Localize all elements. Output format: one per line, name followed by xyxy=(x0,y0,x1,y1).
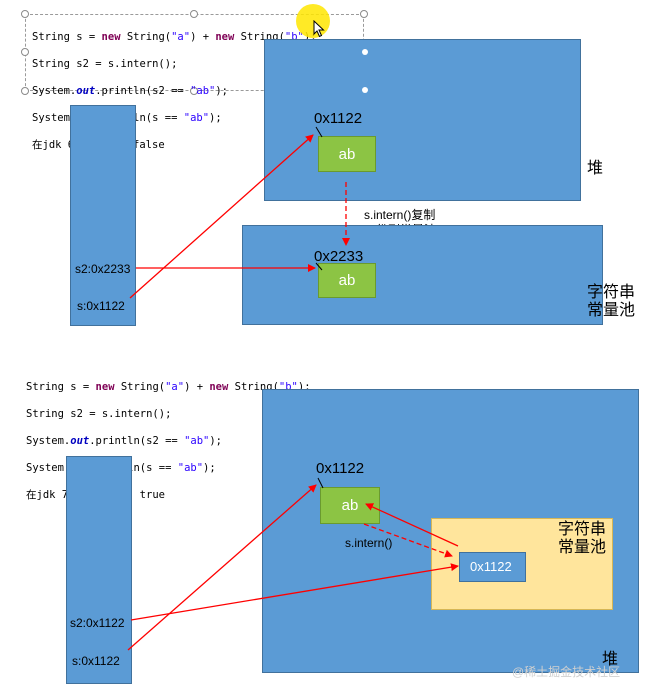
arrow-pool-ref-to-heap xyxy=(365,503,459,547)
stack-ref-s2: s2:0x2233 xyxy=(75,262,131,276)
addr-tick xyxy=(315,126,323,138)
code-line: System.out.println(s2 == "ab"); xyxy=(32,85,229,98)
stack-column xyxy=(70,105,136,326)
stack-ref-s2: s2:0x1122 xyxy=(70,616,125,630)
stack-ref-s: s:0x1122 xyxy=(77,299,125,313)
code-line: String s2 = s.intern(); xyxy=(26,408,172,421)
pool-label-line2: 常量池 xyxy=(587,302,636,319)
heap-label: 堆 xyxy=(602,651,619,668)
heap-object-address: 0x1122 xyxy=(316,460,365,477)
selection-handle[interactable] xyxy=(190,10,198,18)
heap-string-object: ab xyxy=(318,136,376,172)
pool-reference-box xyxy=(459,552,526,582)
heap-handle xyxy=(362,49,368,55)
intern-note-line1: s.intern()复制 xyxy=(364,208,436,222)
selection-handle[interactable] xyxy=(360,10,368,18)
selection-handle[interactable] xyxy=(21,87,29,95)
arrow-s2-to-pool xyxy=(130,563,459,621)
heap-object-address: 0x1122 xyxy=(314,110,363,127)
watermark: @稀土掘金技术社区 xyxy=(512,665,621,679)
pool-label-line1: 字符串 xyxy=(558,521,607,538)
pool-object-address: 0x2233 xyxy=(314,248,364,265)
stack-column xyxy=(66,456,132,684)
heap-string-object: ab xyxy=(320,487,380,524)
arrow-s-to-heap xyxy=(129,134,314,299)
code-line: System.out.println(s2 == "ab"); xyxy=(26,435,223,448)
pool-label-line1: 字符串 xyxy=(587,284,636,301)
arrow-intern-dashed xyxy=(363,523,453,558)
addr-tick xyxy=(315,262,323,271)
pool-string-object: ab xyxy=(318,263,376,298)
selection-handle[interactable] xyxy=(190,87,198,95)
pool-reference-address: 0x1122 xyxy=(470,559,512,574)
arrow-s-to-heap xyxy=(127,484,317,651)
addr-tick xyxy=(317,477,324,489)
selection-handle[interactable] xyxy=(21,48,29,56)
code-line: String s2 = s.intern(); xyxy=(32,58,178,71)
heap-label: 堆 xyxy=(587,160,604,177)
mouse-cursor-icon xyxy=(313,20,325,38)
heap-handle xyxy=(362,87,368,93)
intern-note: s.intern() xyxy=(345,536,393,550)
cursor-highlight xyxy=(296,4,330,38)
stack-ref-s: s:0x1122 xyxy=(72,654,120,668)
heap-area xyxy=(264,39,581,201)
selection-handle[interactable] xyxy=(21,10,29,18)
string-pool-area xyxy=(242,225,603,325)
pool-label-line2: 常量池 xyxy=(558,539,607,556)
